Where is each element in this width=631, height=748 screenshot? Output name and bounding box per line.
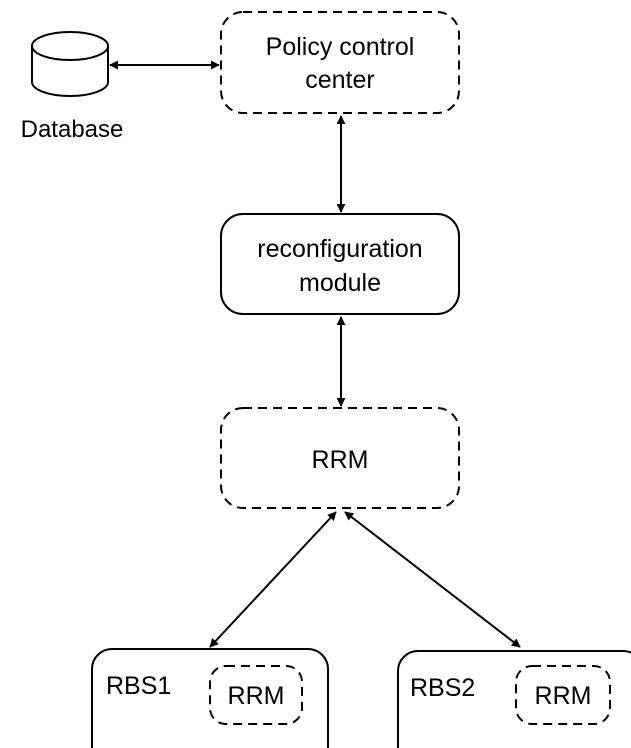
rbs1-rrm-label: RRM (228, 682, 285, 710)
rbs2-label: RBS2 (410, 674, 475, 702)
reconfiguration-module-line1: reconfiguration (257, 235, 422, 263)
rrm-box (220, 407, 460, 509)
rbs2-rrm-label: RRM (535, 682, 592, 710)
rbs1-rrm-box (209, 665, 303, 725)
policy-control-center-line1: Policy control (266, 33, 415, 61)
rrm-rbs2-arrow (344, 511, 521, 648)
rbs2-rrm-box (515, 665, 611, 725)
rrm-label: RRM (312, 446, 369, 474)
reconfiguration-module-line2: module (299, 269, 381, 297)
policy-control-center-box (220, 11, 460, 114)
rbs1-label: RBS1 (106, 672, 171, 700)
rrm-rbs1-arrow (209, 511, 337, 648)
reconfiguration-module-box (220, 213, 460, 315)
database-label: Database (21, 116, 124, 143)
database-icon (31, 31, 109, 97)
policy-control-center-line2: center (305, 66, 374, 94)
